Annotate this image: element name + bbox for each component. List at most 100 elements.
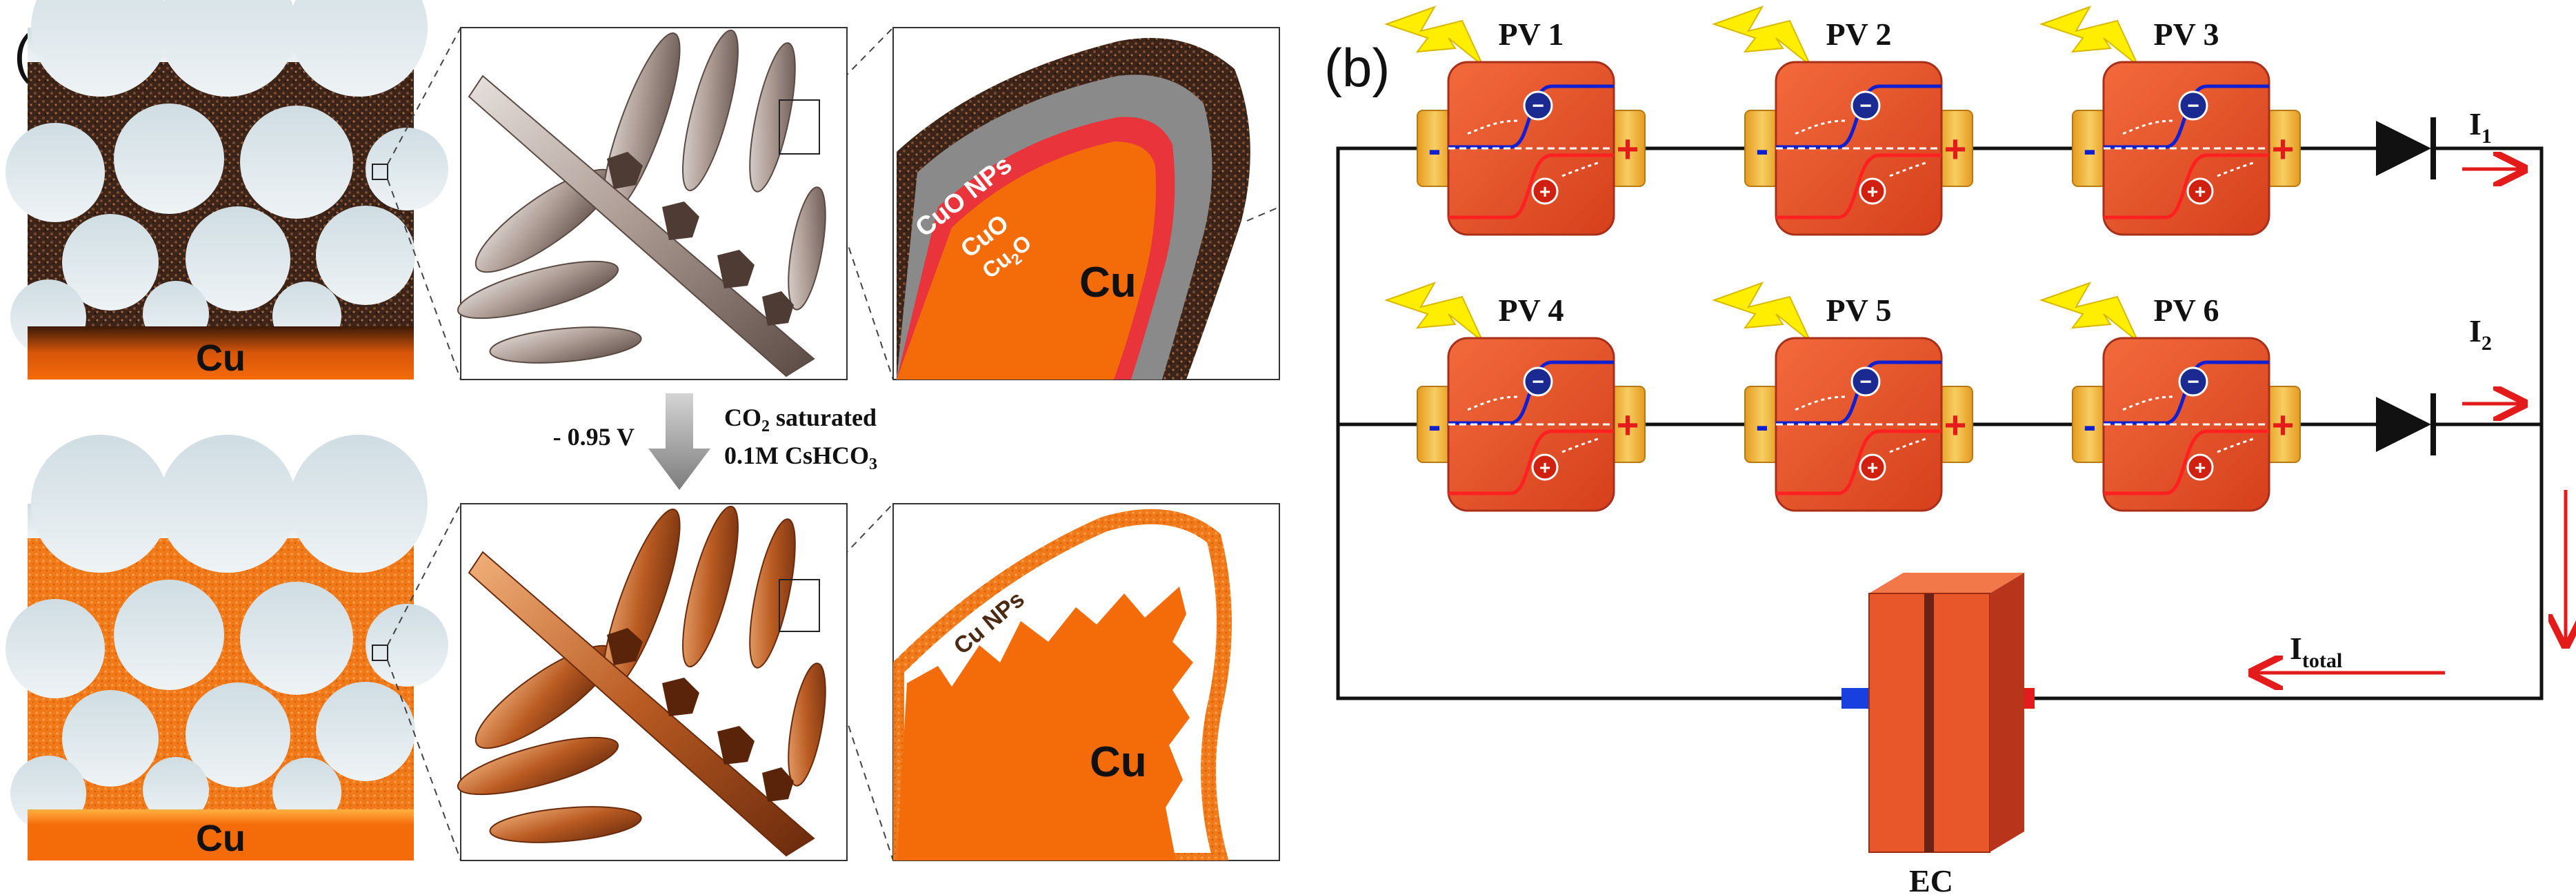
current-i1: I1 — [2462, 106, 2521, 169]
electron-flow-arrow — [1793, 119, 1846, 136]
svg-text:I2: I2 — [2469, 313, 2492, 355]
hole-flow-arrow — [1889, 161, 1928, 177]
electron-icon — [2178, 366, 2208, 397]
top-zoom-core-label: Cu — [1079, 259, 1137, 306]
pv-cell-label: PV 5 — [1826, 293, 1892, 328]
svg-text:Itotal: Itotal — [2290, 631, 2342, 672]
lightning-bolt-icon — [1384, 6, 1484, 66]
valence-band-line — [2104, 153, 2269, 219]
hole-flow-arrow — [1889, 437, 1928, 453]
current-i2-sub: 2 — [2482, 332, 2492, 355]
pv-cell-2: −+-+PV 2 — [1711, 6, 1973, 236]
current-i2-main: I — [2469, 313, 2482, 348]
minus-sign: - — [2084, 127, 2097, 170]
condition-co2-prefix: CO — [724, 404, 761, 431]
condition-line-1: CO2 saturated — [724, 404, 877, 435]
electron-symbol: − — [2187, 95, 2199, 117]
lightning-bolt-icon — [1711, 6, 1811, 66]
condition-co2-sub: 2 — [761, 417, 770, 435]
current-total-sub: total — [2302, 649, 2342, 672]
electron-symbol: − — [2187, 371, 2199, 393]
minus-sign: - — [1756, 403, 1769, 446]
electron-flow-arrow — [2120, 395, 2173, 412]
electron-symbol: − — [1859, 95, 1872, 117]
minus-sign: - — [1756, 127, 1769, 170]
plus-sign: + — [2272, 127, 2295, 170]
process-step: - 0.95 V CO2 saturated 0.1M CsHCO3 — [553, 393, 877, 490]
valence-band-line — [1448, 429, 1614, 495]
electron-flow-arrow — [1465, 119, 1518, 136]
diode-2 — [2376, 393, 2436, 455]
hole-flow-arrow — [1561, 161, 1601, 177]
valence-band-line — [2104, 429, 2269, 495]
lightning-bolt-icon — [1384, 282, 1484, 342]
pv-cell-5: − + - + PV 5 — [1711, 282, 1973, 512]
minus-sign: - — [1428, 403, 1441, 446]
electron-icon — [1523, 366, 1553, 397]
top-spike-view — [457, 27, 848, 380]
hole-icon — [1859, 453, 1886, 481]
applied-voltage: - 0.95 V — [553, 423, 635, 451]
hole-flow-arrow — [2217, 437, 2256, 453]
pv-cell-label: PV 2 — [1826, 17, 1892, 52]
pv-cell-label: PV 1 — [1499, 17, 1564, 52]
plus-sign: + — [2272, 403, 2295, 446]
electron-icon — [1850, 366, 1881, 397]
pv-cell-array: − + - + PV 1 − + - + PV 2 − + - + PV 3 − + - + PV 4 − + - + PV 5… — [1384, 6, 2301, 512]
current-i2: I2 — [2462, 313, 2521, 404]
pv-cell-1: − + - + PV 1 — [1384, 6, 1646, 236]
condition-electrolyte-sub: 3 — [869, 455, 877, 473]
top-layer-crosssection: CuO NPs CuO Cu2O Cu — [892, 27, 1280, 380]
hole-symbol: + — [1539, 457, 1550, 478]
hole-symbol: + — [1867, 457, 1878, 478]
current-i1-main: I — [2469, 106, 2482, 141]
plus-sign: + — [1617, 127, 1639, 170]
lightning-bolt-icon — [1711, 282, 1811, 342]
lightning-bolt-icon — [2039, 282, 2139, 342]
minus-sign: - — [1428, 127, 1441, 170]
electrochemical-cell: EC — [1841, 573, 2035, 895]
lightning-bolt-icon — [2039, 6, 2139, 66]
condition-line-2: 0.1M CsHCO3 — [724, 442, 877, 473]
valence-band-line — [1776, 153, 1941, 219]
electron-flow-arrow — [1465, 395, 1518, 412]
current-total-main: I — [2290, 631, 2302, 666]
electron-icon — [2178, 90, 2208, 121]
plus-sign: + — [1617, 403, 1639, 446]
bottom-np-crosssection: Cu NPs Cu — [892, 503, 1280, 861]
hole-symbol: + — [2195, 181, 2206, 202]
hole-symbol: + — [1539, 181, 1550, 202]
pv-cell-label: PV 6 — [2154, 293, 2219, 328]
pv-cell-6: −+-+PV 6 — [2039, 282, 2301, 512]
pv-cell-3: − + - + PV 3 — [2039, 6, 2301, 236]
valence-band-line — [1448, 153, 1614, 219]
circuit-wiring — [1336, 146, 2544, 700]
top-porous-film: Cu — [6, 0, 448, 380]
pv-cell-label: PV 4 — [1499, 293, 1564, 328]
diode-1 — [2376, 117, 2436, 179]
bottom-substrate-label: Cu — [196, 818, 246, 859]
pv-cell-label: PV 3 — [2154, 17, 2219, 52]
panel-b-label: (b) — [1324, 37, 1390, 98]
plus-sign: + — [1944, 403, 1967, 446]
hole-icon — [2186, 177, 2214, 205]
condition-electrolyte: 0.1M CsHCO — [724, 442, 869, 469]
electron-symbol: − — [1859, 371, 1872, 393]
hole-icon — [2186, 453, 2214, 481]
hole-symbol: + — [2195, 457, 2206, 478]
hole-flow-arrow — [1561, 437, 1601, 453]
valence-band-line — [1776, 429, 1941, 495]
hole-icon — [1531, 453, 1559, 481]
hole-symbol: + — [1867, 181, 1878, 202]
top-substrate-label: Cu — [196, 337, 246, 379]
current-i1-sub: 1 — [2482, 125, 2492, 148]
bottom-spike-view — [457, 503, 848, 861]
pv-cell-4: −+-+PV 4 — [1384, 282, 1646, 512]
electron-symbol: − — [1532, 95, 1544, 117]
electron-icon — [1523, 90, 1553, 121]
bottom-zoom-core-label: Cu — [1090, 738, 1147, 786]
current-total: Itotal — [2255, 490, 2566, 673]
electron-icon — [1850, 90, 1881, 121]
hole-icon — [1859, 177, 1886, 205]
